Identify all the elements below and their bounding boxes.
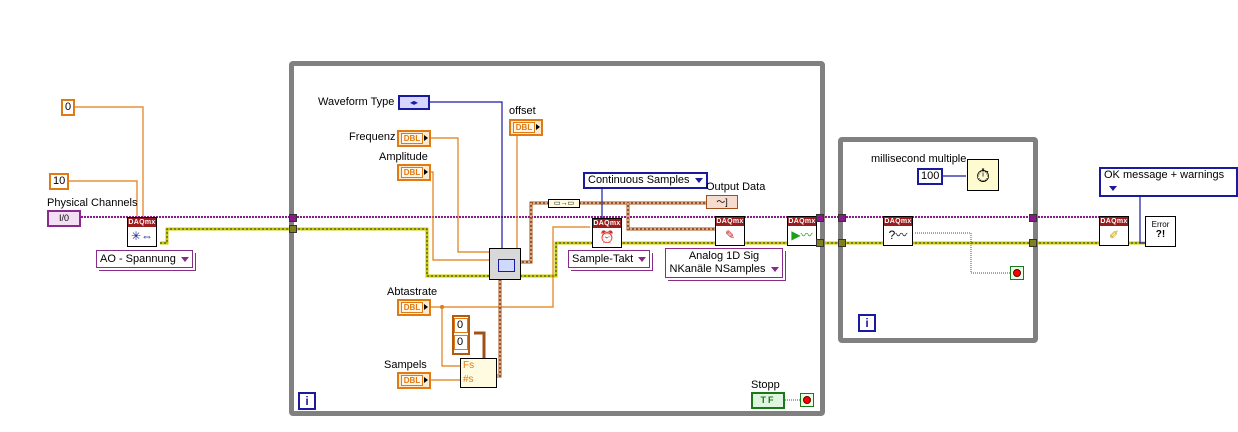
chevron-down-icon (180, 256, 189, 262)
max-value-constant[interactable]: 10 (49, 173, 70, 190)
wire-min-value (75, 106, 144, 218)
task-tunnel (816, 214, 824, 222)
daqmx-header: DAQmx (716, 217, 744, 226)
offset-label: offset (509, 105, 536, 117)
clock-icon: ⏰ (599, 230, 615, 244)
array-element[interactable]: 0 (454, 335, 468, 350)
wire-waveform-type (430, 101, 503, 250)
abtastrate-control[interactable]: DBL (397, 299, 431, 316)
iteration-terminal-1: i (298, 392, 316, 410)
bundle-node[interactable]: Fs #s (460, 358, 497, 388)
daqmx-header: DAQmx (128, 218, 156, 227)
waveform-type-label: Waveform Type (318, 96, 395, 108)
error-tunnel (816, 239, 824, 247)
waveform-type-control[interactable]: ◂▸ (398, 95, 430, 110)
loop-condition-stop-icon[interactable] (800, 393, 814, 407)
daqmx-start-task-node[interactable]: DAQmx ▶〰 (787, 216, 817, 246)
array-element[interactable]: 0 (454, 318, 468, 333)
pencil-write-icon: ✎ (724, 228, 736, 242)
loop-condition-stop-icon[interactable] (1010, 266, 1024, 280)
timing-type-selector[interactable]: Sample-Takt (568, 250, 651, 268)
error-tunnel (838, 239, 846, 247)
abtastrate-label: Abtastrate (387, 286, 438, 298)
output-data-label: Output Data (706, 181, 766, 193)
daqmx-create-channel-node[interactable]: DAQmx ✳⇔ (127, 217, 157, 247)
chevron-down-icon (694, 177, 703, 183)
task-tunnel (1029, 214, 1037, 222)
waveform-to-dynamic-node[interactable]: ▭→▭ (548, 199, 580, 208)
millisecond-multiple-constant[interactable]: 100 (917, 168, 944, 185)
task-tunnel (289, 214, 297, 222)
offset-control[interactable]: DBL (509, 119, 543, 136)
eraser-icon: ✐ (1108, 228, 1120, 242)
physical-channels-control[interactable]: I/0 (47, 210, 81, 227)
wire-frequenz (430, 137, 490, 253)
chevron-down-icon (638, 256, 647, 262)
while-loop-1 (289, 61, 825, 416)
daqmx-clear-task-node[interactable]: DAQmx ✐ (1099, 216, 1129, 246)
wire-is-done (915, 232, 1010, 274)
sampels-label: Sampels (384, 359, 427, 371)
daqmx-header: DAQmx (1100, 217, 1128, 226)
daqmx-write-node[interactable]: DAQmx ✎ (715, 216, 745, 246)
bundle-label-samples: #s (463, 374, 474, 385)
waveform-generator-icon (498, 259, 515, 272)
error-dialog-mode-selector[interactable]: OK message + warnings (1099, 167, 1238, 197)
create-channel-icon: ✳⇔ (130, 229, 154, 243)
daqmx-header: DAQmx (884, 217, 912, 226)
error-tunnel (289, 225, 297, 233)
stop-control[interactable]: TF (751, 392, 785, 409)
daqmx-is-task-done-node[interactable]: DAQmx ?〰 (883, 216, 913, 246)
millisecond-multiple-label: millisecond multiple (871, 153, 967, 165)
task-tunnel (838, 214, 846, 222)
error-text: Error (1151, 220, 1170, 229)
wire-amplitude (430, 171, 490, 261)
output-data-indicator[interactable]: 〜] (706, 195, 738, 209)
wire-abtastrate (430, 226, 590, 308)
frequenz-label: Frequenz (349, 131, 396, 143)
bundle-label-fs: Fs (463, 360, 475, 371)
physical-channels-label: Physical Channels (47, 197, 138, 209)
amplitude-control[interactable]: DBL (397, 164, 431, 181)
chevron-down-icon (1109, 185, 1117, 191)
basic-function-generator-node[interactable] (489, 248, 521, 280)
array-constant[interactable]: 0 0 (452, 315, 470, 355)
channel-type-selector[interactable]: AO - Spannung (96, 250, 193, 268)
chevron-down-icon (770, 266, 779, 272)
play-icon: ▶〰 (791, 228, 813, 242)
daqmx-header: DAQmx (788, 217, 816, 226)
simple-error-handler-node[interactable]: Error ?! (1145, 216, 1176, 247)
error-tunnel (1029, 239, 1037, 247)
amplitude-label: Amplitude (379, 151, 428, 163)
metronome-wait-icon[interactable]: ⏱ (967, 159, 999, 191)
sample-mode-selector[interactable]: Continuous Samples (583, 172, 708, 189)
sampels-control[interactable]: DBL (397, 372, 431, 389)
daqmx-header: DAQmx (593, 219, 621, 228)
iteration-terminal-2: i (858, 314, 876, 332)
min-value-constant[interactable]: 0 (61, 99, 76, 116)
error-symbol-text: ?! (1155, 229, 1166, 240)
stop-label: Stopp (751, 379, 780, 391)
wire-max-value (68, 180, 138, 218)
write-type-selector[interactable]: Analog 1D Sig NKanäle NSamples (665, 248, 783, 278)
question-waveform-icon: ?〰 (888, 228, 908, 242)
daqmx-timing-node[interactable]: DAQmx ⏰ (592, 218, 622, 248)
frequenz-control[interactable]: DBL (397, 130, 431, 147)
